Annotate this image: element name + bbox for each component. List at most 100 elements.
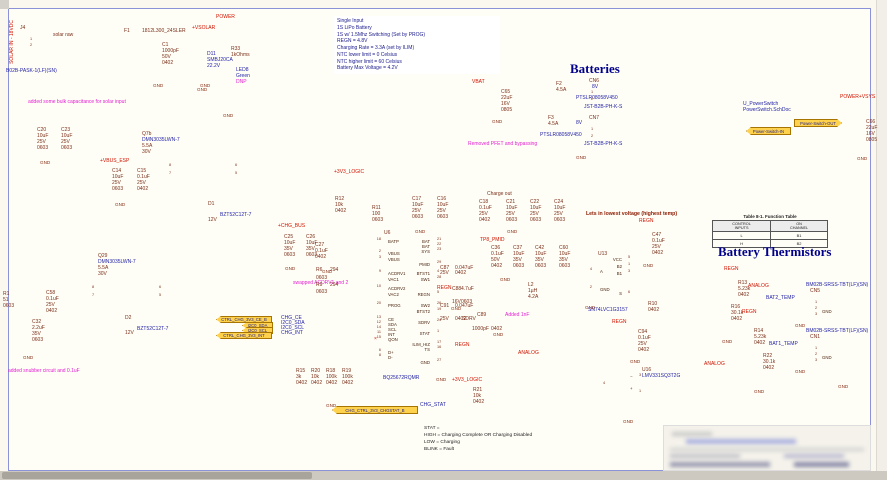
function-table-cell: L xyxy=(711,231,772,240)
pin-name: GND xyxy=(822,355,832,360)
part-number-label: BAT1_TEMP xyxy=(769,341,798,347)
designator-label: CN7 xyxy=(589,115,600,121)
designator-label: R33 xyxy=(231,46,241,52)
designator-label: U13 xyxy=(598,251,608,257)
designator-label: R14 xyxy=(754,328,764,334)
gnd-label: GND xyxy=(415,229,426,234)
pin-number: 3 xyxy=(815,358,818,362)
designator-label: 100k xyxy=(342,374,353,380)
gnd-label: GND xyxy=(492,119,503,124)
part-number-label: SN74LVC1G3157 xyxy=(588,307,628,313)
pin-number: 17 xyxy=(437,340,442,344)
designator-label: 0.1uF xyxy=(315,248,328,254)
designator-label: C32 xyxy=(32,319,42,325)
design-note-line: Charging Rate = 3.3A (set by ILIM) xyxy=(337,45,415,51)
pin-name: SCL xyxy=(388,327,397,332)
part-number-label: Green xyxy=(236,73,250,79)
gnd-label: GND xyxy=(630,359,641,364)
pin-number: 1 xyxy=(437,329,440,333)
pin-number: 3 xyxy=(815,312,818,316)
designator-label: D1 xyxy=(208,201,215,207)
designator-label: 25V xyxy=(137,180,146,186)
gnd-label: GND xyxy=(507,229,518,234)
part-number-label: BM02B-SRSS-TBT(LF)(SN) xyxy=(806,282,869,288)
designator-label: 10k xyxy=(311,374,320,380)
designator-label: 10uF xyxy=(554,205,566,211)
design-note-line: 1S LiPo Battery xyxy=(337,24,372,31)
designator-label: C94 xyxy=(638,329,648,335)
pin-name: SW2 xyxy=(420,303,430,308)
designator-label: R6 xyxy=(316,267,323,273)
designator-label: 50V xyxy=(162,54,171,60)
designator-label: 4.5A xyxy=(556,87,567,93)
pin-number: 3 xyxy=(628,269,631,273)
designator-label: 10uF xyxy=(412,202,424,208)
designator-label: 25V xyxy=(652,244,661,250)
pin-number: 7 xyxy=(169,171,172,175)
designator-label: 0603 xyxy=(554,217,566,223)
function-table-header: ON CHANNEL xyxy=(770,220,828,232)
designator-label: 0805 xyxy=(866,137,878,143)
designator-label: R12 xyxy=(335,196,345,202)
pin-number: 24 xyxy=(437,318,442,322)
designator-label: 10uF xyxy=(530,205,542,211)
designator-label: 0402 xyxy=(479,217,491,223)
designator-label: 0.047uF xyxy=(455,303,474,309)
designator-label: 4.7uF xyxy=(461,286,474,292)
bottom-scrollbar-track[interactable] xyxy=(0,471,887,480)
designator-label: 25V xyxy=(440,316,449,322)
pin-name: VAC2 xyxy=(388,292,399,297)
part-number-label: BAT2_TEMP xyxy=(766,295,795,301)
designator-label: 50V xyxy=(491,257,500,263)
designator-label: 30V xyxy=(98,271,107,277)
designator-label: 0402 xyxy=(46,308,58,314)
pin-name: D- xyxy=(388,355,393,360)
designator-label: R21 xyxy=(473,387,483,393)
pin-name: − xyxy=(630,374,633,379)
note-text: STAT = xyxy=(424,426,440,431)
designator-label: 1000pF xyxy=(162,48,179,54)
designator-label: C21 xyxy=(506,199,516,205)
designator-label: 10k xyxy=(473,393,482,399)
annotation-note: Added 1nF xyxy=(505,312,530,318)
designator-label: C20 xyxy=(37,127,47,133)
designator-label: 2.2uF xyxy=(32,325,45,331)
designator-label: 4.5A xyxy=(548,121,559,127)
part-number-label: DMN3035LWN-7 xyxy=(142,137,180,143)
designator-label: R13 xyxy=(738,280,748,286)
designator-label: C89 xyxy=(477,312,487,318)
pin-number: 2 xyxy=(589,285,592,289)
pin-number: 1 xyxy=(815,346,818,350)
designator-label: Q7b xyxy=(142,131,152,137)
designator-label: C16 xyxy=(437,196,447,202)
part-number-label: BZT52C12T-7 xyxy=(220,212,252,218)
pin-name: S xyxy=(619,291,622,296)
section-heading: Batteries xyxy=(570,61,620,76)
part-number-label: DMN3035LWN-7 xyxy=(98,259,136,265)
gnd-label: GND xyxy=(585,305,596,310)
pin-name: PROG xyxy=(388,303,401,308)
sheet-port-label: I2C0_SCL xyxy=(247,328,268,333)
pin-number: 2 xyxy=(378,249,381,253)
designator-label: 5.23k xyxy=(738,286,751,292)
designator-label: 30V xyxy=(142,149,151,155)
part-number-label: LED8 xyxy=(236,67,249,73)
pin-name: ACDRV1 xyxy=(388,271,406,276)
bottom-scrollbar-thumb[interactable] xyxy=(2,472,312,479)
design-note-line: REGN = 4.8V xyxy=(337,38,368,45)
function-table-cell: H xyxy=(711,239,772,248)
designator-label: 35V xyxy=(513,257,522,263)
scrollbar-corner xyxy=(0,0,9,9)
designator-label: R1 xyxy=(3,291,10,297)
designator-label: 10k xyxy=(335,202,344,208)
right-scrollbar-track[interactable] xyxy=(876,0,887,471)
net-label: REGN xyxy=(724,266,739,272)
part-number-label: 22.2V xyxy=(207,63,221,69)
pin-number: 2 xyxy=(30,43,33,47)
designator-label: C60 xyxy=(559,245,569,251)
designator-label: 0402 xyxy=(754,340,766,346)
part-number-label: BZT52C12T-7 xyxy=(137,326,169,332)
gnd-label: GND xyxy=(500,277,511,282)
designator-label: C42 xyxy=(535,245,545,251)
designator-label: C58 xyxy=(46,290,56,296)
